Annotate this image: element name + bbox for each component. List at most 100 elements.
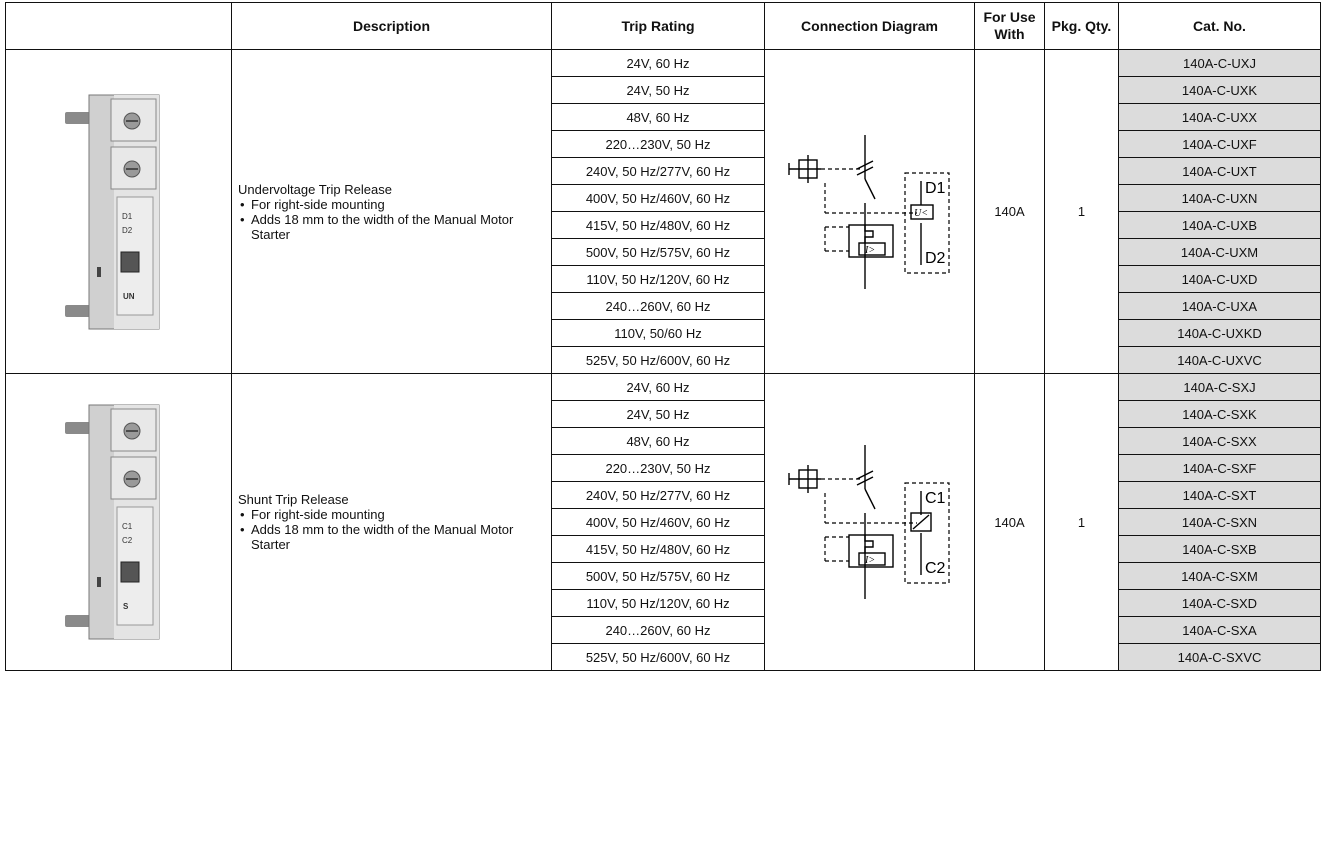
cat-no-cell: 140A-C-SXM xyxy=(1118,562,1321,590)
bullet-item: Adds 18 mm to the width of the Manual Mo… xyxy=(238,212,551,242)
header-row: Description Trip Rating Connection Diagr… xyxy=(5,2,1321,50)
cat-no-cell: 140A-C-SXF xyxy=(1118,454,1321,482)
table-row: C1 C2 S Shunt Trip ReleaseFor right-side… xyxy=(5,373,1321,671)
header-trip-rating: Trip Rating xyxy=(551,2,765,50)
undervoltage-description-bullets: For right-side mountingAdds 18 mm to the… xyxy=(238,197,551,242)
shunt-for-use-with: 140A xyxy=(974,373,1045,671)
cat-no-cell: 140A-C-UXK xyxy=(1118,76,1321,104)
trip-rating-cell: 48V, 60 Hz xyxy=(551,103,765,131)
table-row: 415V, 50 Hz/480V, 60 Hz 140A-C-SXB xyxy=(6,535,1321,563)
shunt-module-label-top: C1 xyxy=(122,522,133,531)
trip-rating-cell: 240V, 50 Hz/277V, 60 Hz xyxy=(551,157,765,185)
shunt-module-image: C1 C2 S xyxy=(64,404,159,640)
trip-rating-cell: 24V, 50 Hz xyxy=(551,76,765,104)
header-cat-no: Cat. No. xyxy=(1118,2,1321,50)
undervoltage-pkg-qty: 1 xyxy=(1044,49,1119,374)
table-row: 500V, 50 Hz/575V, 60 Hz 140A-C-SXM xyxy=(6,562,1321,590)
trip-rating-cell: 24V, 50 Hz xyxy=(551,400,765,428)
trip-rating-cell: 240…260V, 60 Hz xyxy=(551,616,765,644)
undervoltage-description-cell: Undervoltage Trip ReleaseFor right-side … xyxy=(231,49,552,374)
table-row: 48V, 60 Hz 140A-C-SXX xyxy=(6,427,1321,455)
trip-rating-cell: 500V, 50 Hz/575V, 60 Hz xyxy=(551,238,765,266)
table-row: 240V, 50 Hz/277V, 60 Hz 140A-C-UXT xyxy=(6,157,1321,185)
trip-rating-cell: 48V, 60 Hz xyxy=(551,427,765,455)
cat-no-cell: 140A-C-UXKD xyxy=(1118,319,1321,347)
cat-no-cell: 140A-C-SXN xyxy=(1118,508,1321,536)
table-row: 400V, 50 Hz/460V, 60 Hz 140A-C-SXN xyxy=(6,508,1321,536)
table-row: 24V, 50 Hz 140A-C-UXK xyxy=(6,76,1321,104)
cat-no-cell: 140A-C-SXB xyxy=(1118,535,1321,563)
cat-no-cell: 140A-C-SXA xyxy=(1118,616,1321,644)
cat-no-cell: 140A-C-UXB xyxy=(1118,211,1321,239)
trip-rating-cell: 400V, 50 Hz/460V, 60 Hz xyxy=(551,508,765,536)
cat-no-cell: 140A-C-UXT xyxy=(1118,157,1321,185)
trip-rating-cell: 525V, 50 Hz/600V, 60 Hz xyxy=(551,643,765,671)
shunt-bottom-terminal-label: C2 xyxy=(925,560,946,577)
header-connection-diagram: Connection Diagram xyxy=(764,2,975,50)
cat-no-cell: 140A-C-UXF xyxy=(1118,130,1321,158)
product-table: Description Trip Rating Connection Diagr… xyxy=(5,2,1321,671)
bullet-item: For right-side mounting xyxy=(238,197,551,212)
undervoltage-module-label-mid: D2 xyxy=(122,226,133,235)
table-row: 110V, 50/60 Hz 140A-C-UXKD xyxy=(6,319,1321,347)
trip-rating-cell: 500V, 50 Hz/575V, 60 Hz xyxy=(551,562,765,590)
trip-rating-cell: 110V, 50/60 Hz xyxy=(551,319,765,347)
cat-no-cell: 140A-C-SXD xyxy=(1118,589,1321,617)
shunt-description-cell: Shunt Trip ReleaseFor right-side mountin… xyxy=(231,373,552,671)
cat-no-cell: 140A-C-UXN xyxy=(1118,184,1321,212)
table-row: D1 D2 UN Undervoltage Trip ReleaseFor ri… xyxy=(5,49,1321,374)
undervoltage-overload-label: I> xyxy=(864,245,875,256)
shunt-description-title: Shunt Trip Release xyxy=(238,492,349,507)
shunt-section: C1 C2 S Shunt Trip ReleaseFor right-side… xyxy=(5,373,1321,671)
header-image xyxy=(5,2,232,50)
cat-no-cell: 140A-C-SXJ xyxy=(1118,373,1321,401)
undervoltage-module-label-bottom: UN xyxy=(123,292,135,301)
trip-rating-cell: 415V, 50 Hz/480V, 60 Hz xyxy=(551,535,765,563)
table-row: 48V, 60 Hz 140A-C-UXX xyxy=(6,103,1321,131)
shunt-module-label-bottom: S xyxy=(123,602,129,611)
shunt-module-label-mid: C2 xyxy=(122,536,133,545)
header-description: Description xyxy=(231,2,552,50)
trip-rating-cell: 525V, 50 Hz/600V, 60 Hz xyxy=(551,346,765,374)
bullet-item: Adds 18 mm to the width of the Manual Mo… xyxy=(238,522,551,552)
undervoltage-coil-label: U< xyxy=(914,208,928,219)
cat-no-cell: 140A-C-UXJ xyxy=(1118,49,1321,77)
cat-no-cell: 140A-C-UXD xyxy=(1118,265,1321,293)
undervoltage-image-cell: D1 D2 UN xyxy=(5,49,232,374)
trip-rating-cell: 220…230V, 50 Hz xyxy=(551,454,765,482)
trip-rating-cell: 110V, 50 Hz/120V, 60 Hz xyxy=(551,589,765,617)
table-row: 525V, 50 Hz/600V, 60 Hz 140A-C-UXVC xyxy=(6,346,1321,374)
trip-rating-cell: 24V, 60 Hz xyxy=(551,49,765,77)
table-row: 500V, 50 Hz/575V, 60 Hz 140A-C-UXM xyxy=(6,238,1321,266)
shunt-description-bullets: For right-side mountingAdds 18 mm to the… xyxy=(238,507,551,552)
undervoltage-top-terminal-label: D1 xyxy=(925,180,946,197)
trip-rating-cell: 240V, 50 Hz/277V, 60 Hz xyxy=(551,481,765,509)
table-row: 240…260V, 60 Hz 140A-C-SXA xyxy=(6,616,1321,644)
shunt-image-cell: C1 C2 S xyxy=(5,373,232,671)
undervoltage-module-image: D1 D2 UN xyxy=(64,94,159,329)
trip-rating-cell: 110V, 50 Hz/120V, 60 Hz xyxy=(551,265,765,293)
header-pkg-qty: Pkg. Qty. xyxy=(1044,2,1119,50)
undervoltage-module-label-top: D1 xyxy=(122,212,133,221)
table-row: 220…230V, 50 Hz 140A-C-SXF xyxy=(6,454,1321,482)
bullet-item: For right-side mounting xyxy=(238,507,551,522)
cat-no-cell: 140A-C-SXK xyxy=(1118,400,1321,428)
cat-no-cell: 140A-C-UXVC xyxy=(1118,346,1321,374)
trip-rating-cell: 400V, 50 Hz/460V, 60 Hz xyxy=(551,184,765,212)
table-row: 110V, 50 Hz/120V, 60 Hz 140A-C-UXD xyxy=(6,265,1321,293)
trip-rating-cell: 24V, 60 Hz xyxy=(551,373,765,401)
shunt-pkg-qty: 1 xyxy=(1044,373,1119,671)
cat-no-cell: 140A-C-UXX xyxy=(1118,103,1321,131)
cat-no-cell: 140A-C-SXX xyxy=(1118,427,1321,455)
cat-no-cell: 140A-C-UXA xyxy=(1118,292,1321,320)
shunt-top-terminal-label: C1 xyxy=(925,490,946,507)
cat-no-cell: 140A-C-UXM xyxy=(1118,238,1321,266)
trip-rating-cell: 415V, 50 Hz/480V, 60 Hz xyxy=(551,211,765,239)
